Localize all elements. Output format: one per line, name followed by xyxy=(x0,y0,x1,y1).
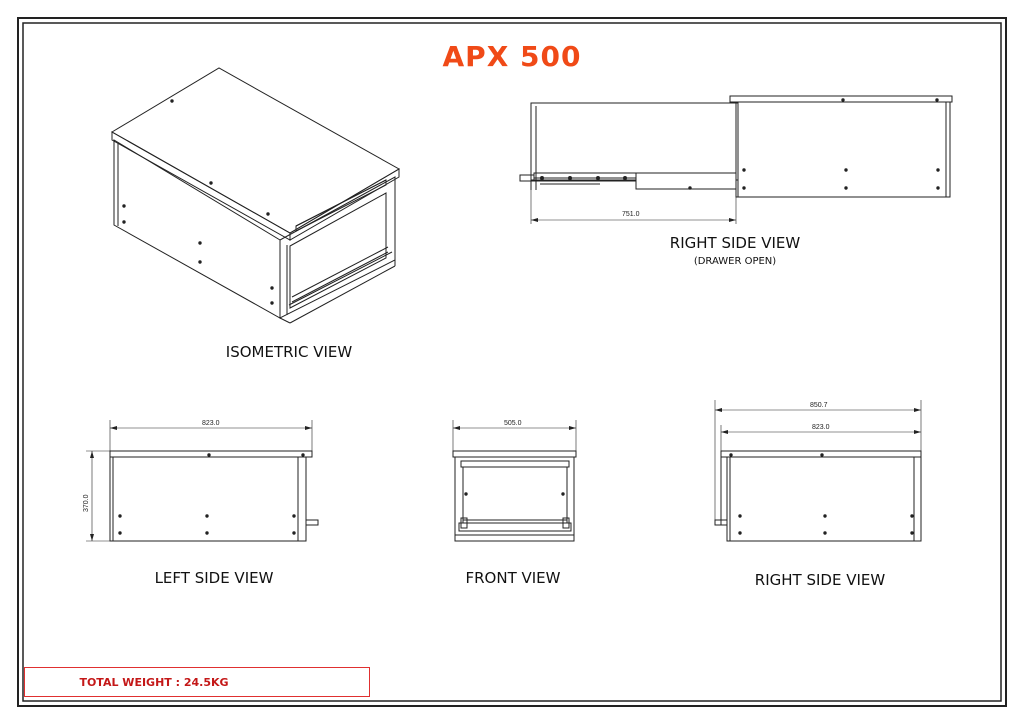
label-drawer-open: (DRAWER OPEN) xyxy=(693,256,777,267)
label-left-side-view: LEFT SIDE VIEW xyxy=(154,569,274,587)
label-right-side-view: RIGHT SIDE VIEW xyxy=(754,571,886,589)
dim-850-7: 850.7 xyxy=(810,402,828,409)
total-weight: TOTAL WEIGHT : 24.5KG xyxy=(79,676,229,689)
left-side-drawing xyxy=(86,420,319,542)
dim-751: 751.0 xyxy=(622,211,640,218)
inner-border xyxy=(22,22,1002,702)
page-title: APX 500 xyxy=(442,40,582,73)
dim-823-right: 823.0 xyxy=(812,424,830,431)
weight-box: TOTAL WEIGHT : 24.5KG xyxy=(24,667,370,697)
label-right-side-view-open: RIGHT SIDE VIEW xyxy=(669,234,801,252)
dim-370: 370.0 xyxy=(83,494,90,512)
dim-505: 505.0 xyxy=(504,420,522,427)
isometric-drawing xyxy=(111,67,401,324)
label-isometric-view: ISOMETRIC VIEW xyxy=(225,343,353,361)
front-drawing xyxy=(452,420,577,542)
outer-border xyxy=(17,17,1007,707)
right-side-open-drawing xyxy=(519,95,953,224)
right-side-drawing xyxy=(714,400,922,542)
label-front-view: FRONT VIEW xyxy=(465,569,561,587)
dim-823-left: 823.0 xyxy=(202,420,220,427)
